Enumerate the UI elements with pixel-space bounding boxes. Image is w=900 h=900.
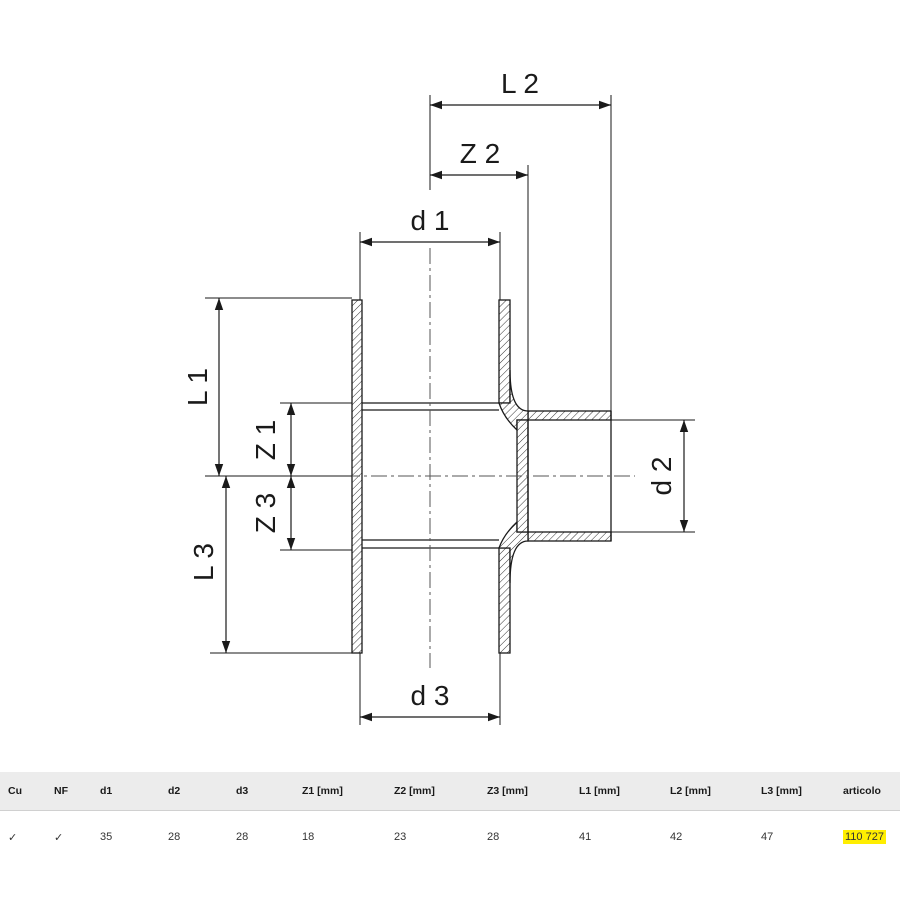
table-row: ✓ ✓ 35 28 28 18 23 28 41 42 47 110 727 <box>0 810 900 863</box>
header-l2: L2 [mm] <box>662 772 753 811</box>
label-d1: d 1 <box>411 205 450 236</box>
label-Z1: Z 1 <box>250 420 281 460</box>
cell-z1: 18 <box>294 810 386 863</box>
cell-l1: 41 <box>571 810 662 863</box>
cell-nf: ✓ <box>46 810 92 863</box>
header-d3: d3 <box>228 772 294 811</box>
header-cu: Cu <box>0 772 46 811</box>
cell-z2: 23 <box>386 810 479 863</box>
label-d3: d 3 <box>411 680 450 711</box>
cell-d3: 28 <box>228 810 294 863</box>
cell-d2: 28 <box>160 810 228 863</box>
header-l3: L3 [mm] <box>753 772 835 811</box>
label-d2: d 2 <box>646 457 677 496</box>
table-header-row: Cu NF d1 d2 d3 Z1 [mm] Z2 [mm] Z3 [mm] L… <box>0 772 900 811</box>
header-d1: d1 <box>92 772 160 811</box>
tee-fitting-drawing: L 2 Z 2 d 1 L 1 Z 1 Z 3 L 3 d 2 d 3 <box>182 68 695 725</box>
header-l1: L1 [mm] <box>571 772 662 811</box>
header-z3: Z3 [mm] <box>479 772 571 811</box>
cell-cu: ✓ <box>0 810 46 863</box>
header-nf: NF <box>46 772 92 811</box>
header-d2: d2 <box>160 772 228 811</box>
cell-z3: 28 <box>479 810 571 863</box>
header-articolo: articolo <box>835 772 900 811</box>
dimension-lines <box>214 100 689 722</box>
cell-l2: 42 <box>662 810 753 863</box>
center-lines <box>290 248 635 668</box>
header-z2: Z2 [mm] <box>386 772 479 811</box>
label-Z3: Z 3 <box>250 493 281 533</box>
cell-l3: 47 <box>753 810 835 863</box>
label-L1: L 1 <box>182 368 213 406</box>
label-L3: L 3 <box>188 543 219 581</box>
cell-d1: 35 <box>92 810 160 863</box>
spec-table-container: Cu NF d1 d2 d3 Z1 [mm] Z2 [mm] Z3 [mm] L… <box>0 772 900 900</box>
label-L2: L 2 <box>501 68 539 99</box>
label-Z2: Z 2 <box>460 138 500 169</box>
header-z1: Z1 [mm] <box>294 772 386 811</box>
article-number-link[interactable]: 110 727 <box>843 830 886 844</box>
spec-table: Cu NF d1 d2 d3 Z1 [mm] Z2 [mm] Z3 [mm] L… <box>0 772 900 863</box>
cell-articolo[interactable]: 110 727 <box>835 810 900 863</box>
dimension-labels: L 2 Z 2 d 1 L 1 Z 1 Z 3 L 3 d 2 d 3 <box>182 68 677 711</box>
